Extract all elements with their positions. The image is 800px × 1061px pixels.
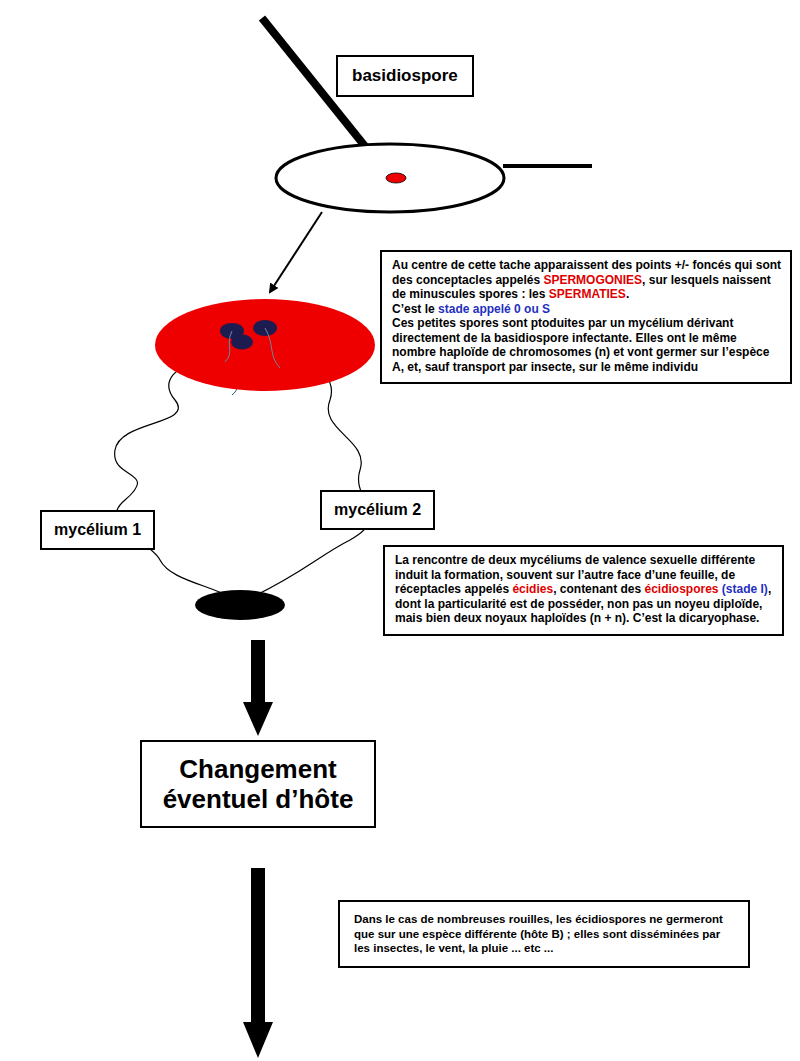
host-change-box: Changement éventuel d’hôte [140,740,376,828]
node-text: , contenant des [553,582,641,596]
spot-enlarged [155,299,375,391]
note-box: Dans le cas de nombreuses rouilles, les … [338,900,750,968]
spore-label-box: basidiospore [336,55,474,97]
mycelium-thread [265,328,280,368]
highlighted-term: écidies [512,582,553,596]
node-text: Ces petites spores sont ptoduites par un… [392,316,769,374]
flow-arrow [243,868,273,1058]
infection-spot [386,173,406,183]
text-flow: basidiospore [352,66,458,86]
node-text: Dans le cas de nombreuses rouilles, les … [354,913,723,954]
spermogonium [231,335,253,350]
zoom-arrow [270,212,322,292]
highlighted-term: SPERMOGONIES [543,273,642,287]
highlighted-term: (stade I) [722,582,768,596]
aecium [195,590,285,620]
text-flow: La rencontre de deux mycéliums de valenc… [395,553,774,626]
highlighted-term: écidiospores [644,582,718,596]
mycelium-thread [225,331,232,362]
text-flow: Au centre de cette tache apparaissent de… [392,258,782,374]
highlighted-term: SPERMATIES [549,287,626,301]
leaf [276,144,504,212]
node-text: C’est le [392,302,435,316]
highlighted-term: stade appelé 0 ou S [438,302,550,316]
text-flow: Dans le cas de nombreuses rouilles, les … [354,912,738,956]
note-box: Au centre de cette tache apparaissent de… [380,250,792,384]
node-text: mycélium 1 [54,521,141,538]
node-text: mycélium 2 [334,501,421,518]
node-text: Changement éventuel d’hôte [163,754,354,814]
text-flow: mycélium 2 [334,501,421,519]
mycelium-label-box: mycélium 2 [320,490,435,530]
text-flow: Changement éventuel d’hôte [148,754,368,814]
text-flow: mycélium 1 [54,521,141,539]
mycelium-label-box: mycélium 1 [40,510,155,550]
note-box: La rencontre de deux mycéliums de valenc… [383,545,784,636]
leaf-stalk [503,164,592,168]
node-text: basidiospore [352,66,458,85]
flow-arrow [243,640,273,736]
node-text: . [626,287,629,301]
